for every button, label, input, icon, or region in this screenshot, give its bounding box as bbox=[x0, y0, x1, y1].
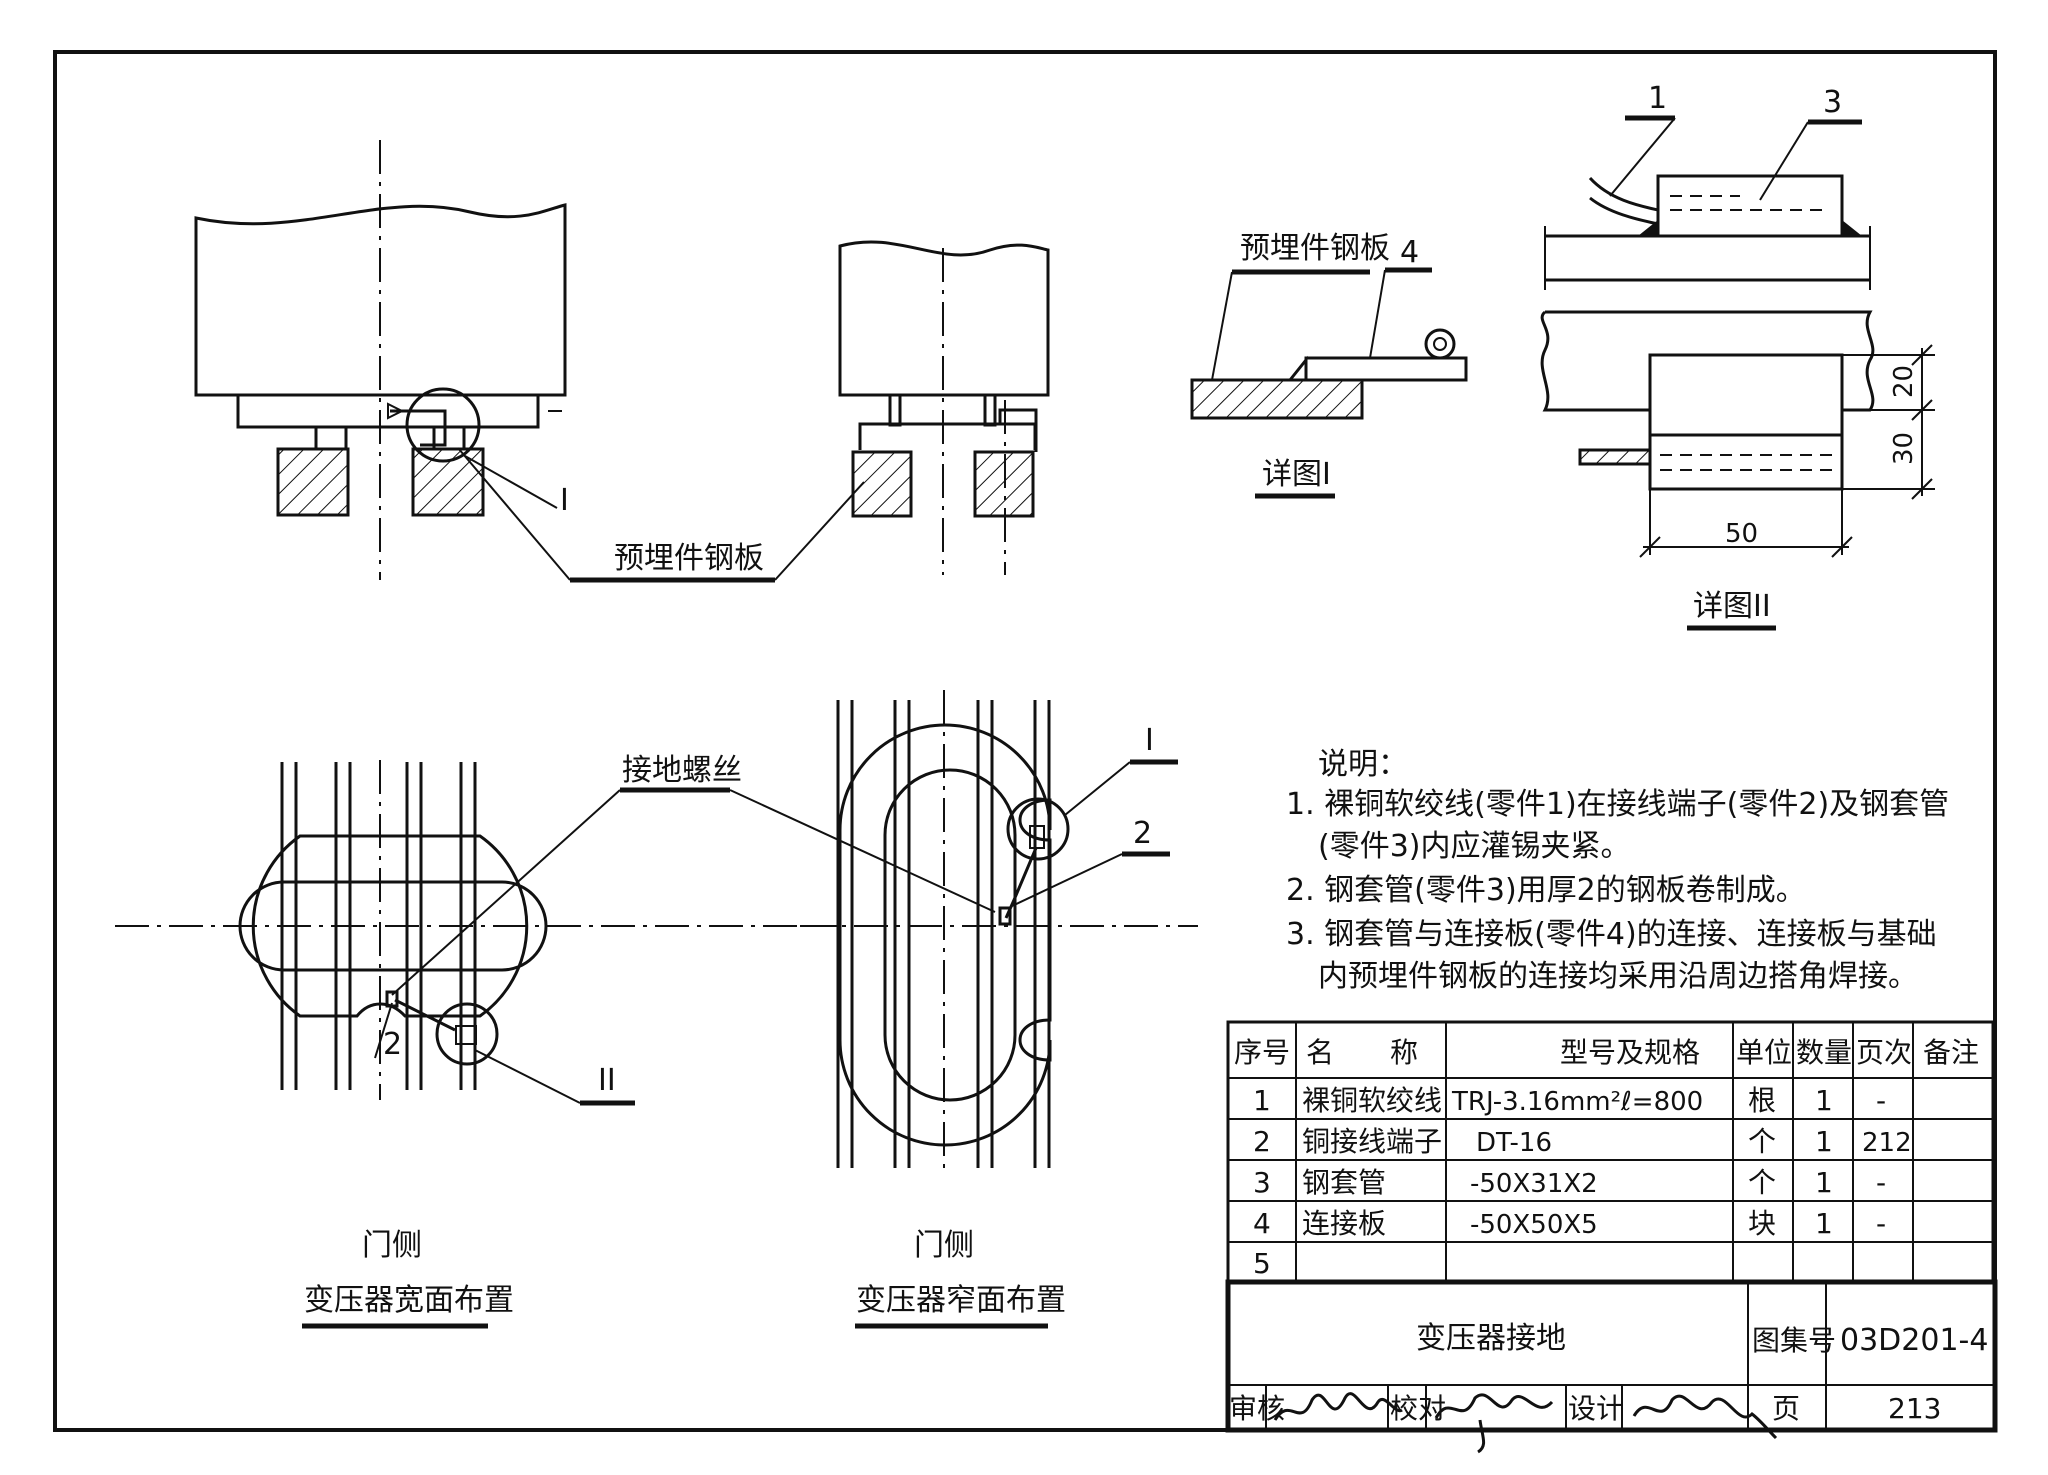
embedded-plate-label: 预埋件钢板 bbox=[614, 541, 764, 576]
table-row-4-unit: 块 bbox=[1748, 1207, 1776, 1240]
table-row-1-qty: 1 bbox=[1815, 1084, 1833, 1117]
door-side-left: 门侧 bbox=[362, 1228, 422, 1263]
page-label: 页 bbox=[1772, 1392, 1800, 1425]
part-3-label: 3 bbox=[1823, 85, 1842, 120]
part-2-left-label: 2 bbox=[383, 1027, 402, 1062]
header-spec: 型号及规格 bbox=[1560, 1036, 1700, 1069]
detail-2: 20 30 50 1 3 详图II bbox=[1540, 81, 1935, 631]
checker-signature bbox=[1434, 1393, 1554, 1454]
table-row-4-page: - bbox=[1876, 1207, 1886, 1240]
part-4-label: 4 bbox=[1400, 235, 1419, 270]
detail-plate-label: 预埋件钢板 bbox=[1240, 231, 1390, 266]
table-row-4-no: 4 bbox=[1253, 1207, 1271, 1240]
header-qty: 数量 bbox=[1796, 1036, 1852, 1069]
detail-2-title: 详图II bbox=[1693, 589, 1771, 624]
header-unit: 单位 bbox=[1736, 1036, 1792, 1069]
header-name: 名 称 bbox=[1306, 1036, 1418, 1069]
part-2-right-label: 2 bbox=[1133, 816, 1152, 851]
table-row-3-qty: 1 bbox=[1815, 1166, 1833, 1199]
notes: 说明： 1. 裸铜软绞线(零件1)在接线端子(零件2)及钢套管 (零件3)内应灌… bbox=[1286, 747, 1949, 994]
table-row-2-qty: 1 bbox=[1815, 1125, 1833, 1158]
table-row-1-no: 1 bbox=[1253, 1084, 1271, 1117]
table-row-2-spec: DT-16 bbox=[1476, 1128, 1552, 1158]
dim-50-label: 50 bbox=[1725, 519, 1758, 549]
wide-face-plan: II 2 bbox=[115, 760, 840, 1106]
dim-30-label: 30 bbox=[1889, 432, 1919, 465]
detail-1-title: 详图I bbox=[1262, 457, 1331, 492]
table-row-1-unit: 根 bbox=[1748, 1084, 1776, 1117]
title-block: 变压器接地 图集号 03D201-4 审核 校对 设计 页 213 bbox=[1225, 1279, 1998, 1454]
notes-heading: 说明： bbox=[1318, 747, 1408, 782]
atlas-number: 03D201-4 bbox=[1840, 1323, 1988, 1358]
roman-1-label: I bbox=[560, 483, 569, 518]
note-line-5: 内预埋件钢板的连接均采用沿周边搭角焊接。 bbox=[1318, 959, 1918, 994]
designer-signature bbox=[1632, 1394, 1778, 1440]
drawing-title: 变压器接地 bbox=[1416, 1321, 1566, 1356]
table-row-2-unit: 个 bbox=[1748, 1125, 1776, 1158]
roman-2-label: II bbox=[598, 1063, 616, 1098]
table-row-3-spec: -50X31X2 bbox=[1470, 1169, 1598, 1199]
sheet-frame bbox=[53, 50, 1997, 1432]
roman-1-plan-label: I bbox=[1145, 723, 1154, 758]
ground-screw-label: 接地螺丝 bbox=[622, 753, 742, 788]
table-row-4-spec: -50X50X5 bbox=[1470, 1210, 1598, 1240]
table-row-2-page: 212 bbox=[1862, 1128, 1912, 1158]
table-row-1-page: - bbox=[1876, 1084, 1886, 1117]
note-line-1: 1. 裸铜软绞线(零件1)在接线端子(零件2)及钢套管 bbox=[1286, 787, 1949, 822]
header-no: 序号 bbox=[1234, 1036, 1290, 1069]
caption-wide: 变压器宽面布置 bbox=[304, 1283, 514, 1318]
parts-table: 序号 名 称 型号及规格 单位 数量 页次 备注 1 裸铜软绞线 TRJ-3.1… bbox=[1226, 1020, 1995, 1284]
note-line-3: 2. 钢套管(零件3)用厚2的钢板卷制成。 bbox=[1286, 873, 1806, 908]
check-label: 校对 bbox=[1390, 1392, 1446, 1425]
reviewer-signature bbox=[1273, 1392, 1403, 1421]
door-side-right: 门侧 bbox=[914, 1228, 974, 1263]
note-line-4: 3. 钢套管与连接板(零件4)的连接、连接板与基础 bbox=[1286, 917, 1937, 952]
table-row-2-name: 铜接线端子 bbox=[1302, 1125, 1442, 1158]
narrow-face-elevation bbox=[838, 240, 1050, 575]
table-row-1-spec: TRJ-3.16mm²ℓ=800 bbox=[1451, 1087, 1703, 1117]
header-page: 页次 bbox=[1856, 1036, 1912, 1069]
table-row-4-qty: 1 bbox=[1815, 1207, 1833, 1240]
table-row-1-name: 裸铜软绞线 bbox=[1302, 1084, 1442, 1117]
design-label: 设计 bbox=[1568, 1392, 1624, 1425]
atlas-label: 图集号 bbox=[1752, 1324, 1836, 1357]
page-number: 213 bbox=[1888, 1392, 1941, 1425]
caption-narrow: 变压器窄面布置 bbox=[856, 1283, 1066, 1318]
table-row-3-name: 钢套管 bbox=[1302, 1166, 1386, 1199]
narrow-face-plan: I 2 bbox=[800, 690, 1198, 1175]
dim-20-label: 20 bbox=[1889, 365, 1919, 398]
detail-1: 预埋件钢板 4 详图I bbox=[1190, 231, 1468, 499]
table-row-3-no: 3 bbox=[1253, 1166, 1271, 1199]
table-row-5-no: 5 bbox=[1253, 1247, 1271, 1280]
header-remark: 备注 bbox=[1923, 1036, 1979, 1069]
note-line-2: (零件3)内应灌锡夹紧。 bbox=[1318, 829, 1631, 864]
table-row-3-unit: 个 bbox=[1748, 1166, 1776, 1199]
part-1-label: 1 bbox=[1648, 81, 1667, 116]
table-row-4-name: 连接板 bbox=[1302, 1207, 1386, 1240]
wide-face-elevation: I bbox=[194, 140, 569, 580]
table-row-2-no: 2 bbox=[1253, 1125, 1271, 1158]
table-row-3-page: - bbox=[1876, 1166, 1886, 1199]
